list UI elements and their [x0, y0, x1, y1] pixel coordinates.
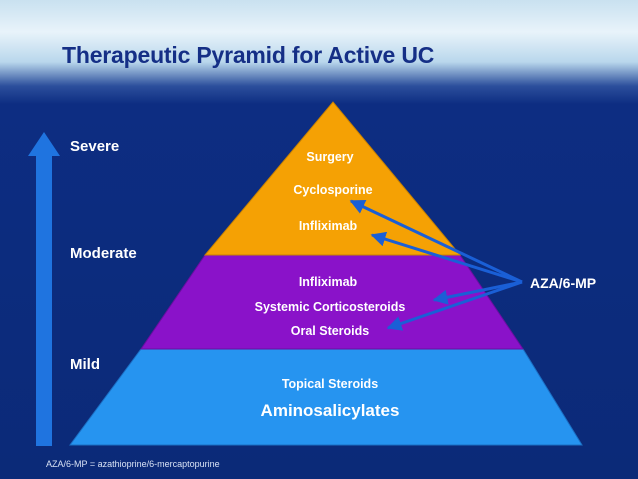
severity-arrow-shaft [36, 152, 52, 446]
pyramid-tier-mild [69, 348, 583, 446]
severity-label-severe: Severe [70, 138, 119, 155]
severity-arrow-head [28, 132, 60, 156]
arrow-to-oral-steroids [386, 280, 523, 331]
therapy-oral-steroids: Oral Steroids [291, 324, 370, 338]
severity-label-moderate: Moderate [70, 245, 137, 262]
therapy-infliximab-severe: Infliximab [299, 219, 358, 233]
therapy-surgery: Surgery [306, 150, 353, 164]
arrow-to-cyclosporine [349, 199, 523, 284]
slide-title: Therapeutic Pyramid for Active UC [62, 42, 435, 68]
therapy-cyclosporine: Cyclosporine [293, 183, 372, 197]
therapy-topical-steroids: Topical Steroids [282, 377, 378, 391]
pyramid-tier-severe [203, 101, 462, 256]
therapy-aminosalicylates: Aminosalicylates [261, 401, 400, 420]
therapy-systemic-corticosteroids: Systemic Corticosteroids [255, 300, 406, 314]
arrow-to-systemic-corticosteroids [432, 280, 523, 305]
aza-6mp-label: AZA/6-MP [530, 275, 596, 291]
severity-label-mild: Mild [70, 356, 100, 373]
footnote: AZA/6-MP = azathioprine/6-mercaptopurine [46, 459, 220, 469]
therapy-infliximab-moderate: Infliximab [299, 275, 358, 289]
aza-connector-arrows [349, 199, 523, 331]
arrow-to-infliximab-severe [370, 231, 523, 284]
